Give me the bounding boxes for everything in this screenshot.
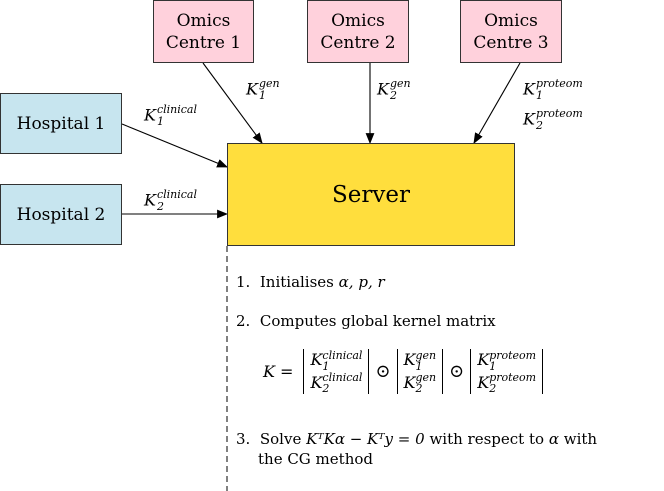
step-1-text: Initialises (259, 273, 334, 291)
hospital-2-label: Hospital 2 (16, 204, 106, 225)
step-3-alpha: α (548, 430, 559, 448)
step-1: 1. Initialises α, p, r (236, 272, 385, 292)
step-3-respect: with respect to (429, 430, 545, 448)
server-box: Server (227, 143, 515, 246)
step-3-number: 3. (236, 430, 251, 448)
step-3: 3. Solve KᵀKα − Kᵀy = 0 with respect to … (236, 429, 661, 469)
formula-lhs: K = (263, 362, 294, 381)
odot-1: ⊙ (375, 361, 391, 382)
step-3-with: with (563, 430, 598, 448)
omics-centre-2-line2: Centre 2 (320, 32, 396, 53)
hospital-2: Hospital 2 (0, 184, 122, 245)
step-3-solve: Solve (259, 430, 302, 448)
arrow-hospital1-server (121, 123, 229, 168)
hospital-1: Hospital 1 (0, 93, 122, 154)
omics-centre-3: Omics Centre 3 (460, 0, 562, 63)
step-1-vars: α, p, r (338, 273, 385, 291)
hospital-1-label: Hospital 1 (16, 113, 106, 134)
step-2: 2. Computes global kernel matrix (236, 311, 496, 331)
step-2-text: Computes global kernel matrix (259, 312, 496, 330)
step-3-line1: 3. Solve KᵀKα − Kᵀy = 0 with respect to … (236, 429, 661, 449)
omics-centre-1: Omics Centre 1 (153, 0, 254, 63)
step-3-equation: KᵀKα − Kᵀy = 0 (306, 430, 425, 448)
arrow-omics1-server (202, 62, 263, 144)
step-2-number: 2. (236, 312, 251, 330)
step-3-line2: the CG method (258, 450, 373, 468)
omics-centre-3-line2: Centre 3 (473, 32, 549, 53)
arrow-omics3-server (473, 62, 521, 144)
step-1-number: 1. (236, 273, 251, 291)
omics-centre-1-line2: Centre 1 (165, 32, 242, 53)
omics-centre-3-line1: Omics (484, 10, 538, 31)
omics-centre-2-line1: Omics (331, 10, 385, 31)
omics-centre-2: Omics Centre 2 (307, 0, 409, 63)
server-label: Server (332, 181, 410, 208)
odot-2: ⊙ (449, 361, 465, 382)
omics-centre-1-line1: Omics (176, 10, 231, 31)
